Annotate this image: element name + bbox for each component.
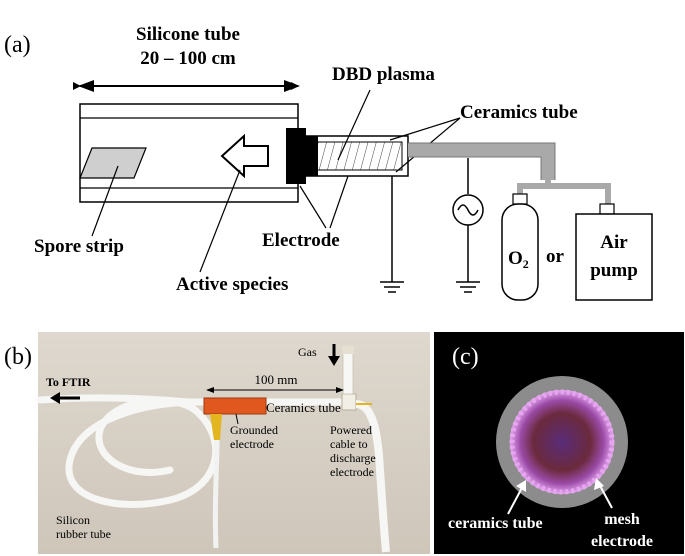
powered-cable xyxy=(355,400,390,553)
ground-symbol-2 xyxy=(456,281,480,293)
to-ftir-label: To FTIR xyxy=(46,375,91,389)
ceramics-pointer-1 xyxy=(389,117,461,141)
tee-junction xyxy=(341,393,357,411)
o2-label: O2 xyxy=(508,248,529,271)
length-dim-left xyxy=(206,387,214,393)
gas-label: Gas xyxy=(298,345,317,359)
panel-b: (b) To FTIR Gas 100 mm Ceramics tube Gro… xyxy=(4,332,430,554)
mesh-electrode-label-1: mesh xyxy=(604,511,640,528)
ac-sine xyxy=(457,204,479,216)
electrode-strip xyxy=(306,136,318,176)
dbd-plasma-label: DBD plasma xyxy=(332,64,435,85)
ground-symbol-1 xyxy=(380,281,404,293)
dbd-plasma-region xyxy=(311,141,403,171)
spore-strip xyxy=(79,147,147,179)
powered-label-2: cable to xyxy=(330,437,368,451)
panel-c-label: (c) xyxy=(452,344,479,370)
powered-label-3: discharge xyxy=(330,451,376,465)
silicone-tube-label: Silicone tube xyxy=(136,24,240,45)
ceramics-arrow-head-c xyxy=(516,480,526,492)
ceramics-tube-label-a: Ceramics tube xyxy=(460,102,578,123)
grounded-pointer xyxy=(235,413,239,425)
panel-a-label: (a) xyxy=(4,32,31,58)
grounded-electrode xyxy=(203,397,267,415)
panel-b-label: (b) xyxy=(4,344,32,370)
spore-strip-label: Spore strip xyxy=(34,236,124,257)
to-ftir-arrow-head xyxy=(50,392,60,404)
length-dim-right xyxy=(336,387,344,393)
powered-label-1: Powered xyxy=(330,423,372,437)
air-pump-valve xyxy=(599,203,615,215)
panel-a: (a) Silicone tube 20 – 100 cm DBD plasma… xyxy=(4,24,653,301)
gas-inlet-tube xyxy=(342,351,354,395)
length-label-b: 100 mm xyxy=(255,372,298,387)
o2-cylinder xyxy=(501,203,539,301)
spore-pointer xyxy=(91,165,119,237)
length-arrow-left-head xyxy=(78,80,94,92)
mesh-electrode-label-2: electrode xyxy=(591,533,653,550)
silicone-tube-length: 20 – 100 cm xyxy=(140,48,236,69)
powered-label-4: electrode xyxy=(330,465,374,479)
gas-branch xyxy=(517,183,611,204)
alligator-clip xyxy=(210,414,222,440)
photo-b xyxy=(38,332,430,554)
gas-inlet-cap xyxy=(342,346,354,354)
clip-cable xyxy=(212,439,220,549)
tube-interior xyxy=(510,390,614,494)
or-label: or xyxy=(546,246,565,267)
grounded-electrode-label-2: electrode xyxy=(230,437,274,451)
electrode-block xyxy=(286,128,306,184)
active-species-arrow xyxy=(220,133,269,179)
silicon-rubber-label-1: Silicon xyxy=(56,513,90,527)
o2-valve xyxy=(512,193,528,205)
electrode-label: Electrode xyxy=(262,230,340,251)
ceramics-tube-label-c: ceramics tube xyxy=(448,515,543,532)
active-species-label: Active species xyxy=(176,274,288,295)
air-pump-label-2: pump xyxy=(590,260,638,281)
gas-arrow-head xyxy=(328,356,340,366)
length-arrow-right-head xyxy=(284,80,300,92)
mesh-arrow-head-c xyxy=(594,478,604,490)
gas-line-outline xyxy=(408,142,556,180)
dbd-pointer xyxy=(337,89,371,161)
active-species-pointer xyxy=(199,169,241,273)
air-pump-box xyxy=(575,213,653,301)
grounded-electrode-label-1: Grounded xyxy=(230,423,278,437)
air-pump-label-1: Air xyxy=(600,232,628,253)
electrode-pointer-1 xyxy=(299,185,327,229)
panel-c: (c) ceramics tube mesh electrode xyxy=(434,332,684,554)
silicon-rubber-label-2: rubber tube xyxy=(56,527,111,541)
gas-line xyxy=(408,143,555,180)
electrode-pointer-2 xyxy=(329,175,349,229)
mesh-glow xyxy=(509,389,615,495)
ceramics-tube-label-b: Ceramics tube xyxy=(266,400,341,415)
